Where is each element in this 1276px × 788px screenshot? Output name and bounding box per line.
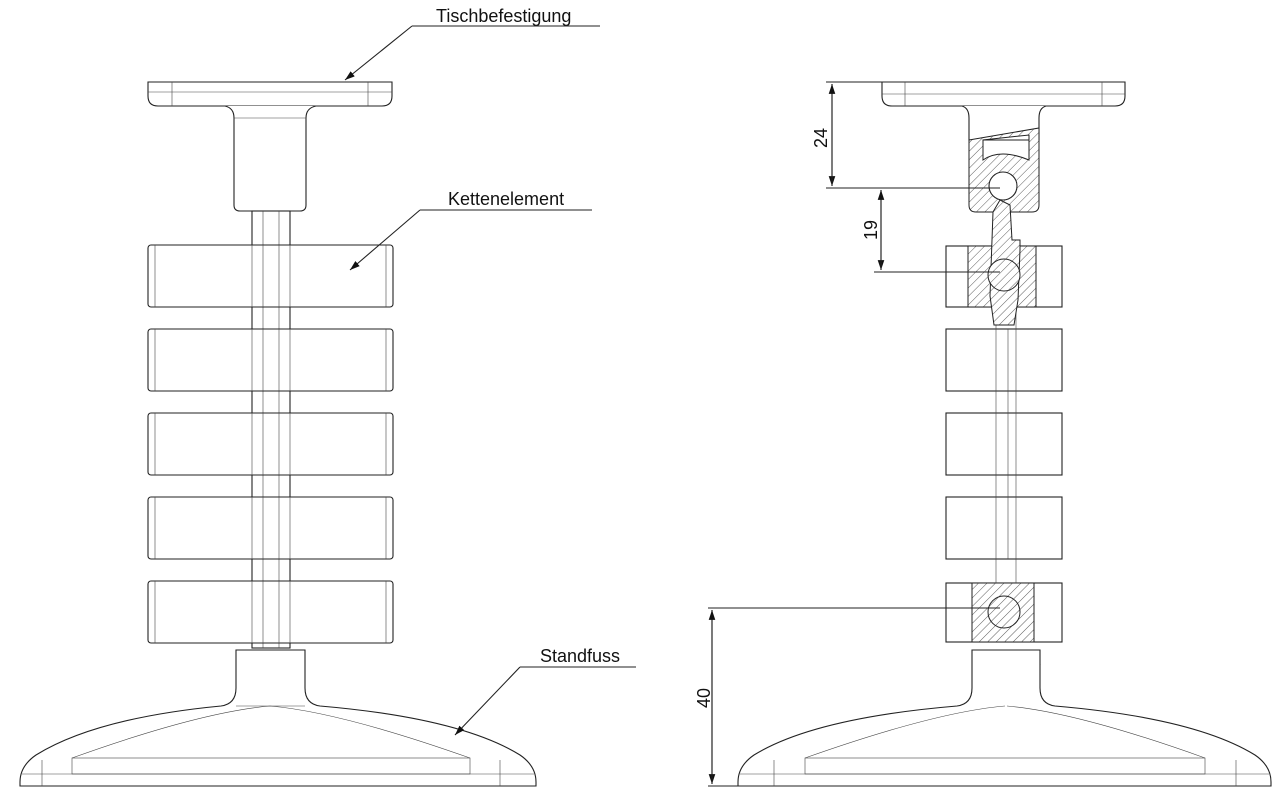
chain-element [147,496,394,560]
label-text: Standfuss [540,646,620,666]
dimension-value: 40 [694,688,714,708]
label-chain-element: Kettenelement [349,189,592,271]
label-text: Tischbefestigung [436,6,571,26]
front-view [19,81,537,787]
dimension-40: 40 [694,607,1000,787]
chain-element [147,244,394,308]
base-foot [19,649,537,787]
label-text: Kettenelement [448,189,564,209]
chain-elements [147,244,394,644]
base-foot [737,649,1272,787]
dimension-19: 19 [861,190,1000,273]
chain-element [147,580,394,644]
section-view [737,81,1272,787]
table-mount-plate [147,81,393,212]
chain-element [147,412,394,476]
dimension-value: 24 [811,128,831,148]
chain-elements [945,245,1063,643]
chain-element [147,328,394,392]
socket-section [968,127,1040,213]
label-table-mount: Tischbefestigung [344,6,600,81]
dimension-24: 24 [811,81,1000,189]
dimension-value: 19 [861,220,881,240]
table-mount-plate [881,81,1126,141]
label-base: Standfuss [454,646,636,736]
